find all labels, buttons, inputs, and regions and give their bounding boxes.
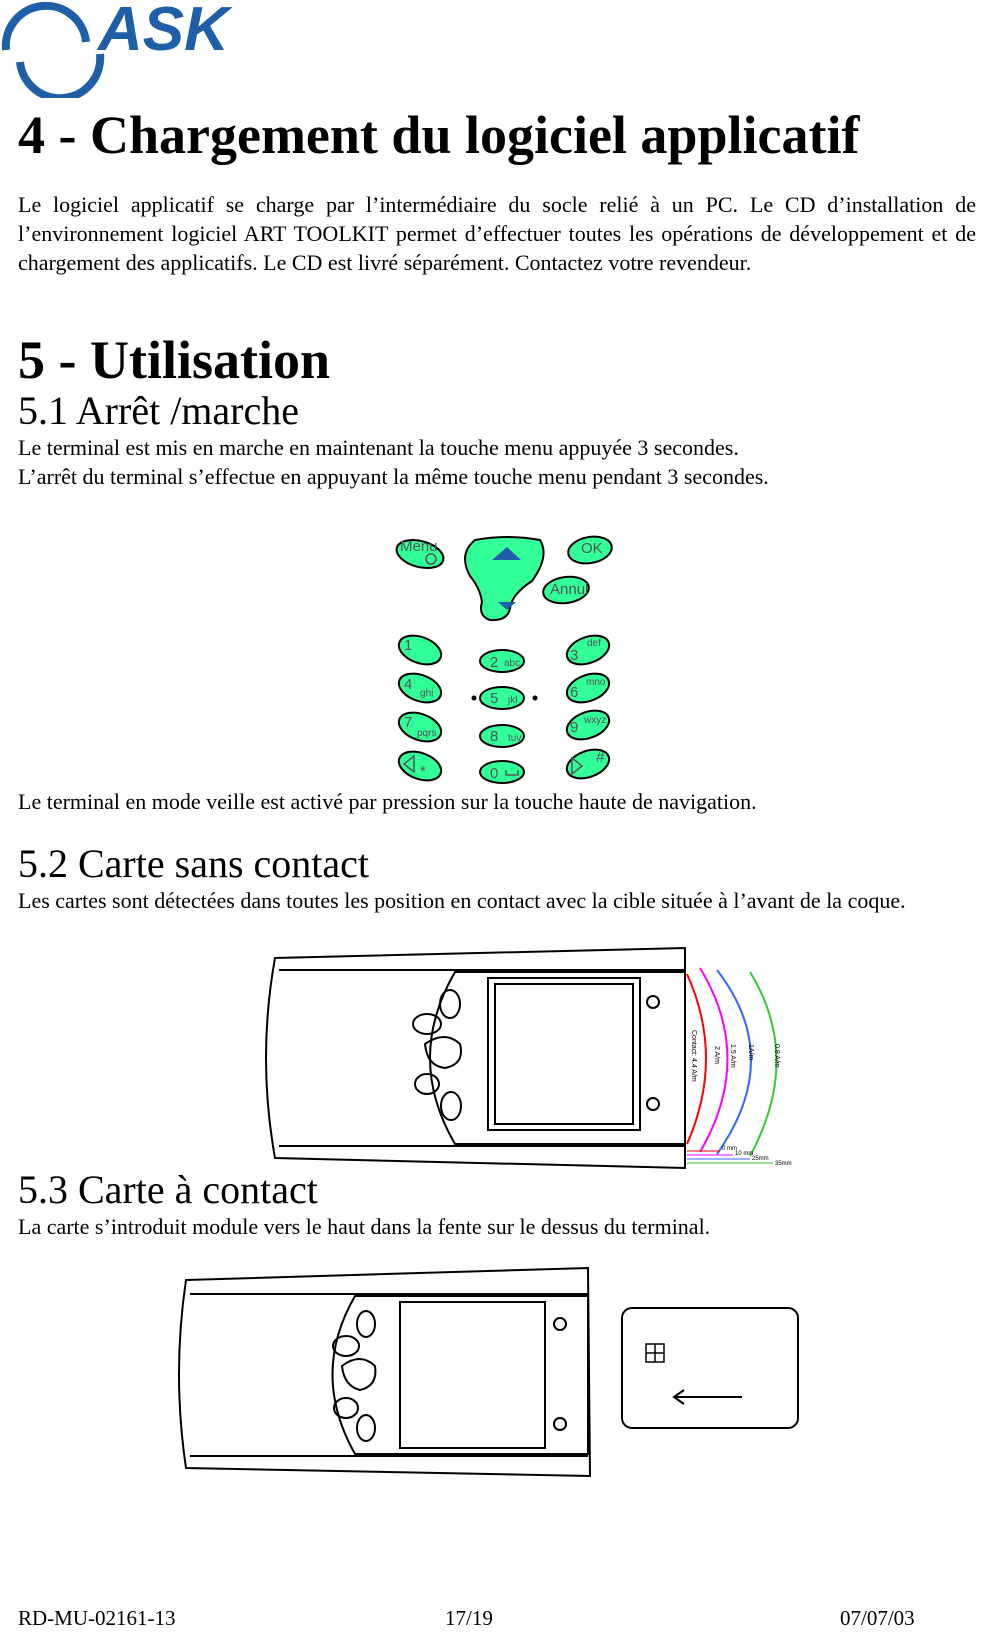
terminal-drawing [265,946,686,1170]
key-2: 2 abc [479,649,525,673]
section-5-2-title: 5.2 Carte sans contact [18,841,369,886]
section-5-1-line1: Le terminal est mis en marche en mainten… [18,435,739,460]
arc-label-5: 0.8 A/m [773,1044,780,1068]
logo-text: ASK [96,0,233,64]
svg-text:ghi: ghi [420,688,433,699]
key-0: 0 [479,760,525,784]
insert-arrow-icon [672,1389,742,1405]
key-hash: # [565,748,611,780]
annul-label: Annul [550,581,588,598]
footer-document-ref: RD-MU-02161-13 [18,1606,176,1630]
svg-text:2: 2 [490,654,498,671]
key-9: 9 wxyz [565,709,611,741]
svg-text:5: 5 [490,690,498,707]
svg-text:9: 9 [570,719,578,736]
key-star: * [397,750,443,782]
section-5-2-body: Les cartes sont détectées dans toutes le… [18,888,906,913]
nav-left-icon [402,754,415,774]
key-3: 3 def [565,634,611,666]
menu-label: Menu [400,538,438,555]
annul-key: Annul [542,575,590,605]
menu-key: Menu [395,538,445,570]
svg-text:1: 1 [404,637,412,654]
section-5-1-after: Le terminal en mode veille est activé pa… [18,789,757,814]
company-logo: ASK [0,0,240,103]
arc-label-3: 1.5 A/m [729,1044,736,1068]
terminal-drawing-2 [178,1266,592,1478]
section-5-title: 5 - Utilisation [18,330,331,390]
svg-text:wxyz: wxyz [583,715,606,726]
nav-down-icon [498,602,516,610]
contact-card-figure [170,1262,810,1492]
svg-text:6: 6 [570,684,578,701]
distance-4: 35mm [775,1161,792,1167]
key-7: 7 pqrs [397,711,443,743]
svg-text:7: 7 [404,714,412,731]
distance-2: 10 mm [735,1151,753,1157]
contactless-field-figure: Contact: 4.4 A/m 2 A/m 1.5 A/m 1A/m 0.8 … [255,944,815,1179]
power-icon [425,553,437,565]
svg-text:jkl: jkl [507,695,517,706]
key-6: 6 mno [565,672,611,704]
key-8: 8 tuv [479,724,525,748]
nav-up-icon [492,547,521,560]
svg-text:4: 4 [404,676,412,693]
footer-page-number: 17/19 [445,1606,493,1630]
section-4-body: Le logiciel applicatif se charge par l’i… [18,192,976,275]
svg-text:3: 3 [570,647,578,664]
distance-3: 25mm [752,1156,769,1162]
svg-text:#: # [596,749,605,766]
arc-label-2: 2 A/m [713,1046,720,1064]
svg-text:0: 0 [490,765,498,782]
nav-right-icon [571,756,584,776]
section-5-1-title: 5.1 Arrêt /marche [18,388,299,433]
key-4: 4 ghi [397,672,443,704]
svg-text:abc: abc [504,658,520,669]
svg-text:mno: mno [586,677,606,688]
arc-label-4: 1A/m [747,1044,754,1061]
navigation-pad [464,536,545,622]
chip-icon [645,1343,665,1363]
smart-card [621,1307,799,1429]
space-icon [505,770,519,776]
svg-text:pqrs: pqrs [417,728,436,739]
keypad-figure: .k { fill: #33ff99; stroke: #000; stroke… [390,526,640,788]
key-1: 1 [397,634,443,666]
section-5-1-line2: L’arrêt du terminal s’effectue en appuya… [18,464,769,489]
key-5: 5 jkl [479,686,525,710]
svg-text:8: 8 [490,728,498,745]
svg-text:def: def [587,638,601,649]
section-5-3-title: 5.3 Carte à contact [18,1167,318,1212]
svg-text:*: * [420,763,426,780]
section-4-title: 4 - Chargement du logiciel applicatif [18,105,860,165]
ok-key: OK [567,535,613,565]
svg-text:tuv: tuv [508,733,521,744]
ok-label: OK [581,540,603,557]
distance-1: 0 mm [722,1146,737,1152]
footer-date: 07/07/03 [840,1606,915,1630]
arc-label-1: Contact: 4.4 A/m [690,1030,697,1082]
section-5-3-body: La carte s’introduit module vers le haut… [18,1214,711,1239]
